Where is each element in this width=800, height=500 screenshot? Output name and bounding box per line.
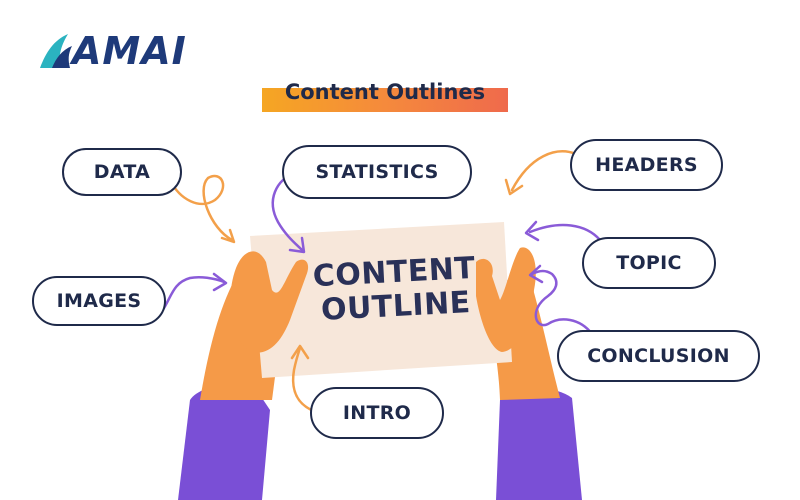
- arrow-headers: [510, 150, 578, 192]
- arrowhead-intro: [290, 344, 310, 360]
- arrowhead-data: [220, 228, 236, 244]
- arrowhead-conclusion: [528, 264, 544, 284]
- left-hand: [230, 251, 309, 353]
- right-hand: [476, 247, 536, 352]
- arrow-statistics: [271, 170, 304, 252]
- label-headers: HEADERS: [570, 139, 723, 191]
- label-statistics: STATISTICS: [282, 145, 472, 199]
- label-intro: INTRO: [310, 387, 444, 439]
- card-title: CONTENT OUTLINE: [288, 251, 501, 330]
- logo: AMAI: [38, 28, 208, 74]
- logo-text: AMAI: [72, 29, 187, 73]
- page-title: Content Outlines: [262, 76, 510, 116]
- leaf-wave-icon: [40, 34, 72, 68]
- arrowhead-images: [212, 272, 228, 292]
- arrow-topic: [528, 223, 602, 242]
- arrow-conclusion: [530, 269, 594, 336]
- arrowhead-headers: [504, 178, 524, 196]
- right-sleeve: [496, 388, 582, 500]
- label-data: DATA: [62, 148, 182, 196]
- arrow-data: [168, 174, 234, 242]
- label-images: IMAGES: [32, 276, 166, 326]
- arrowhead-statistics: [288, 236, 306, 254]
- left-sleeve: [178, 385, 270, 500]
- label-conclusion: CONCLUSION: [557, 330, 760, 382]
- arrowhead-topic: [524, 220, 540, 242]
- arrow-intro: [291, 346, 318, 414]
- title-text: Content Outlines: [284, 80, 486, 104]
- content-card: [250, 222, 512, 378]
- label-topic: TOPIC: [582, 237, 716, 289]
- title-highlight-bar: [262, 88, 508, 112]
